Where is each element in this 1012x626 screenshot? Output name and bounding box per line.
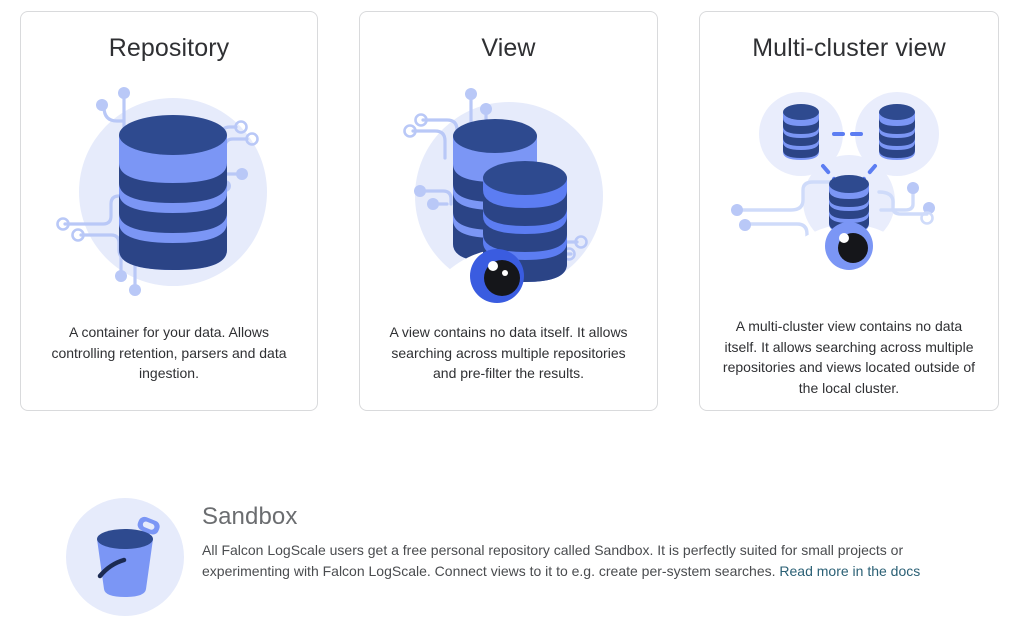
sandbox-body: Sandbox All Falcon LogScale users get a … (202, 498, 968, 581)
card-multi-cluster-view: Multi-cluster view (699, 11, 999, 411)
database-view-eye-icon (391, 74, 627, 310)
sandbox-section: Sandbox All Falcon LogScale users get a … (66, 498, 986, 616)
card-description-repository: A container for your data. Allows contro… (51, 324, 287, 381)
card-title-view: View (481, 34, 536, 62)
sandbox-bucket-icon (66, 498, 184, 616)
multi-cluster-view-icon (731, 86, 967, 286)
card-title-repository: Repository (108, 34, 230, 62)
concept-cards-row: Repository (20, 11, 999, 411)
card-view: View (359, 11, 658, 411)
card-description-multi-cluster-view: A multi-cluster view contains no data it… (722, 318, 976, 396)
card-title-multi-cluster-view: Multi-cluster view (752, 34, 946, 62)
card-description-view: A view contains no data itself. It allow… (389, 324, 628, 381)
sandbox-description: All Falcon LogScale users get a free per… (202, 540, 954, 581)
sandbox-docs-link[interactable]: Read more in the docs (779, 562, 921, 579)
sandbox-title: Sandbox (202, 503, 298, 530)
sandbox-description-text: All Falcon LogScale users get a free per… (202, 542, 904, 579)
card-repository: Repository (20, 11, 318, 411)
database-repository-icon (51, 74, 287, 310)
